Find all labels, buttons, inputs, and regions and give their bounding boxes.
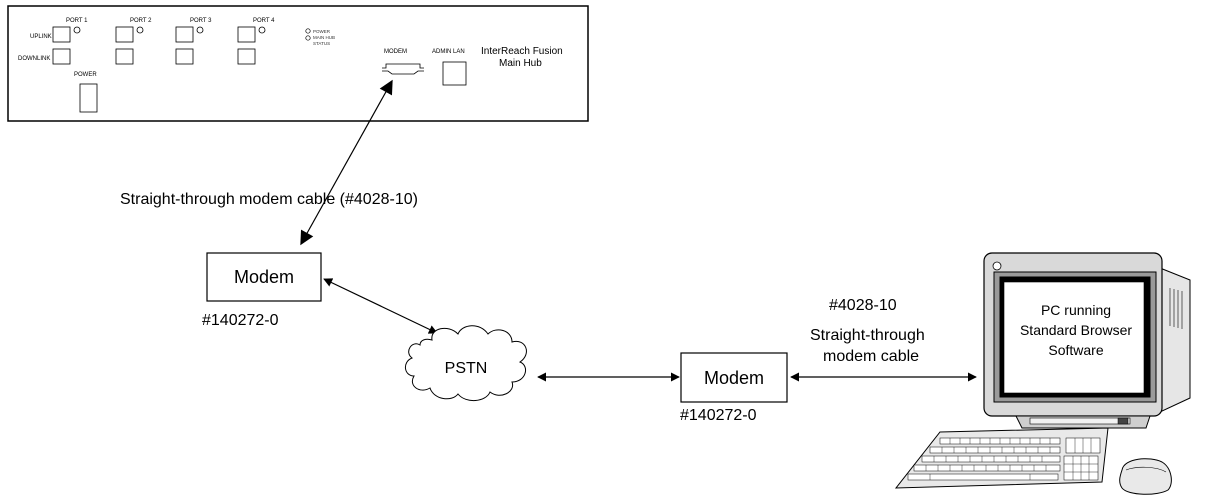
right-cable-label-line1: Straight-through xyxy=(810,327,925,344)
right-modem-part-number: #140272-0 xyxy=(680,407,757,424)
top-modem-cable-arrow xyxy=(300,79,393,246)
status-leds: POWER MAIN HUB STATUS xyxy=(305,28,335,46)
hub-name-line2: Main Hub xyxy=(499,58,542,69)
left-modem-label: Modem xyxy=(234,267,294,287)
top-cable-label: Straight-through modem cable (#4028-10) xyxy=(120,191,418,208)
pc-monitor-icon: PC running Standard Browser Software xyxy=(983,252,1191,429)
modem-port-label: MODEM xyxy=(384,49,407,55)
right-modem: Modem xyxy=(680,352,788,403)
left-modem-part-number: #140272-0 xyxy=(202,312,279,329)
downlink-label: DOWNLINK xyxy=(18,56,50,62)
power-switch xyxy=(79,83,98,113)
pstn-label: PSTN xyxy=(445,360,488,377)
screen-line3: Software xyxy=(1048,342,1103,358)
keyboard-icon xyxy=(894,427,1109,489)
screen-line2: Standard Browser xyxy=(1020,322,1132,338)
port-1-label: PORT 1 xyxy=(66,18,88,24)
left-modem: Modem xyxy=(206,252,322,302)
right-cable-part-number: #4028-10 xyxy=(829,297,897,314)
modem-serial-port-icon xyxy=(382,63,424,75)
led-power-label: POWER xyxy=(313,29,331,34)
port-2-connectors xyxy=(115,26,144,65)
modem-pstn-link-arrow xyxy=(323,278,438,334)
led-main-hub-label: MAIN HUB xyxy=(313,35,335,40)
right-cable-label-line2: modem cable xyxy=(823,348,919,365)
admin-lan-port xyxy=(442,61,467,86)
admin-lan-label: ADMIN LAN xyxy=(432,49,465,55)
port-4-label: PORT 4 xyxy=(253,18,275,24)
port-1-connectors xyxy=(52,26,81,65)
port-2-label: PORT 2 xyxy=(130,18,152,24)
uplink-label: UPLINK xyxy=(30,34,52,40)
power-label: POWER xyxy=(74,72,97,78)
led-status-label: STATUS xyxy=(313,41,330,46)
hub-name-line1: InterReach Fusion xyxy=(481,46,563,57)
pstn-cloud: PSTN xyxy=(405,325,527,401)
right-modem-label: Modem xyxy=(704,368,764,388)
main-hub-panel: PORT 1 PORT 2 PORT 3 PORT 4 UPLINK DOWNL… xyxy=(7,5,589,122)
mouse-icon xyxy=(1119,458,1172,495)
port-3-connectors xyxy=(175,26,204,65)
port-3-label: PORT 3 xyxy=(190,18,212,24)
port-4-connectors xyxy=(237,26,266,65)
screen-line1: PC running xyxy=(1041,302,1111,318)
